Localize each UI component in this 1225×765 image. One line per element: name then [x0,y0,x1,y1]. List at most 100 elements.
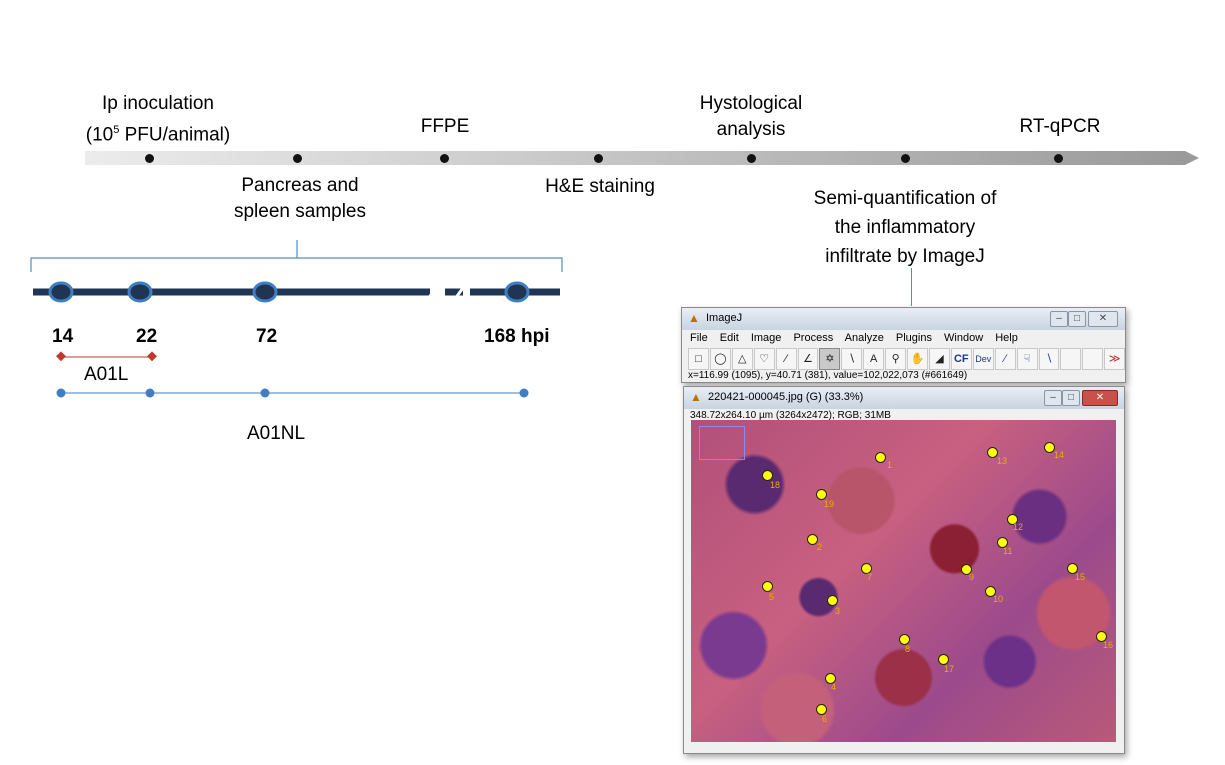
wand-tool-icon[interactable]: ∖ [841,348,863,370]
group-label-a01l: A01L [84,364,129,385]
step-imagej-label: Semi-quantification of the inflammatory … [813,188,997,267]
menu-help[interactable]: Help [995,332,1018,344]
timeline-arrow [85,151,1185,165]
image-title: 220421-000045.jpg (G) (33.3%) [708,391,864,403]
roi-point-label: 8 [905,644,911,654]
oval-tool-icon[interactable]: ◯ [709,348,731,370]
roi-point-label: 17 [944,664,955,674]
line-tool-icon[interactable]: ∕ [775,348,797,370]
menu-window[interactable]: Window [944,332,984,344]
roi-point[interactable] [816,704,827,715]
step-histological-label: Hystological analysis [699,93,803,140]
roi-point-label: 15 [1075,572,1086,582]
timepoint-node-22 [127,281,153,303]
menu-image[interactable]: Image [750,332,782,344]
roi-point[interactable] [1067,563,1078,574]
histology-image[interactable]: 1 2 3 4 5 6 7 8 9 10 11 12 13 14 15 16 1… [691,420,1116,742]
timepoint-node-14 [48,281,74,303]
dropper-tool-icon[interactable]: ◢ [928,348,950,370]
samples-bracket [30,257,563,272]
roi-point[interactable] [961,564,972,575]
imagej-status-bar: x=116.99 (1095), y=40.71 (381), value=10… [688,370,968,381]
menu-edit[interactable]: Edit [719,332,739,344]
angle-tool-icon[interactable]: ∠ [797,348,819,370]
roi-point-label: 9 [969,572,975,582]
image-titlebar: ▲ 220421-000045.jpg (G) (33.3%) – □ ✕ [684,387,1124,409]
empty-tool-slot [1082,348,1104,370]
roi-point-label: 16 [1103,640,1114,650]
roi-point-label: 12 [1013,522,1024,532]
timepoint-label-22: 22 [136,326,158,347]
roi-point-label: 4 [831,682,837,692]
a01l-marker [56,351,66,362]
roi-point-label: 1 [887,460,893,470]
roi-point[interactable] [807,534,818,545]
brush-tool-icon[interactable]: ∕ [994,348,1016,370]
roi-point[interactable] [816,489,827,500]
roi-point[interactable] [1044,442,1055,453]
minimize-button[interactable]: – [1050,311,1068,327]
roi-point[interactable] [1007,514,1018,525]
maximize-button[interactable]: □ [1068,311,1086,327]
step-he-staining-label: H&E staining [545,176,655,197]
timeline-dot [293,154,302,163]
more-tools-icon[interactable]: ≫ [1104,348,1126,370]
roi-point[interactable] [1096,631,1107,642]
empty-tool-slot [1060,348,1082,370]
a01nl-marker [145,388,155,398]
step-samples-label: Pancreas and spleen samples [233,175,367,222]
rectangle-tool-icon[interactable]: □ [688,348,709,370]
timepoint-label-14: 14 [52,326,74,347]
imagej-leader-line [911,268,912,306]
timeline-dot [747,154,756,163]
imagej-image-window: ▲ 220421-000045.jpg (G) (33.3%) – □ ✕ 34… [683,386,1125,754]
hand-tool-icon[interactable]: ✋ [907,348,928,370]
step-rtqpcr-label: RT-qPCR [1019,116,1101,137]
dev-tool-icon[interactable]: Dev [972,348,994,370]
roi-point[interactable] [899,634,910,645]
navigator-rect [699,426,745,460]
roi-point-label: 11 [1003,546,1013,556]
polygon-tool-icon[interactable]: △ [731,348,753,370]
roi-point[interactable] [938,654,949,665]
cf-tool-icon[interactable]: CF [950,348,972,370]
roi-point[interactable] [997,537,1008,548]
text-tool-icon[interactable]: A [863,348,885,370]
roi-point[interactable] [987,447,998,458]
timeline-dot [594,154,603,163]
maximize-button[interactable]: □ [1062,390,1080,406]
roi-point[interactable] [825,673,836,684]
timeline-dot [440,154,449,163]
timepoint-label-72: 72 [256,326,278,347]
roi-point[interactable] [861,563,872,574]
step-inoculation-label: Ip inoculation (105 PFU/animal) [85,93,231,146]
roi-point[interactable] [827,595,838,606]
roi-point-label: 13 [997,456,1008,466]
imagej-titlebar: ▲ ImageJ – □ ✕ [682,308,1125,330]
roi-point[interactable] [762,470,773,481]
roi-point[interactable] [875,452,886,463]
microscope-icon: ▲ [688,311,700,325]
axis-break-mark [426,284,440,300]
close-button[interactable]: ✕ [1088,311,1118,327]
timepoint-node-72 [252,281,278,303]
image-info: 348.72x264.10 µm (3264x2472); RGB; 31MB [690,410,891,421]
minimize-button[interactable]: – [1044,390,1062,406]
roi-point[interactable] [985,586,996,597]
freehand-tool-icon[interactable]: ♡ [753,348,775,370]
menu-analyze[interactable]: Analyze [844,332,884,344]
close-button[interactable]: ✕ [1082,390,1118,406]
pipette-tool-icon[interactable]: ∖ [1038,348,1060,370]
flood-tool-icon[interactable]: ☟ [1016,348,1038,370]
menu-file[interactable]: File [690,332,708,344]
magnifier-tool-icon[interactable]: ⚲ [885,348,907,370]
a01nl-marker [519,388,529,398]
timeline-arrowhead [1185,151,1199,165]
menu-plugins[interactable]: Plugins [895,332,932,344]
menu-process[interactable]: Process [793,332,834,344]
multipoint-tool-icon[interactable]: ✡ [819,348,841,370]
roi-point-label: 2 [817,542,823,552]
roi-point-label: 19 [824,499,835,509]
step-ffpe-label: FFPE [420,116,470,137]
roi-point[interactable] [762,581,773,592]
